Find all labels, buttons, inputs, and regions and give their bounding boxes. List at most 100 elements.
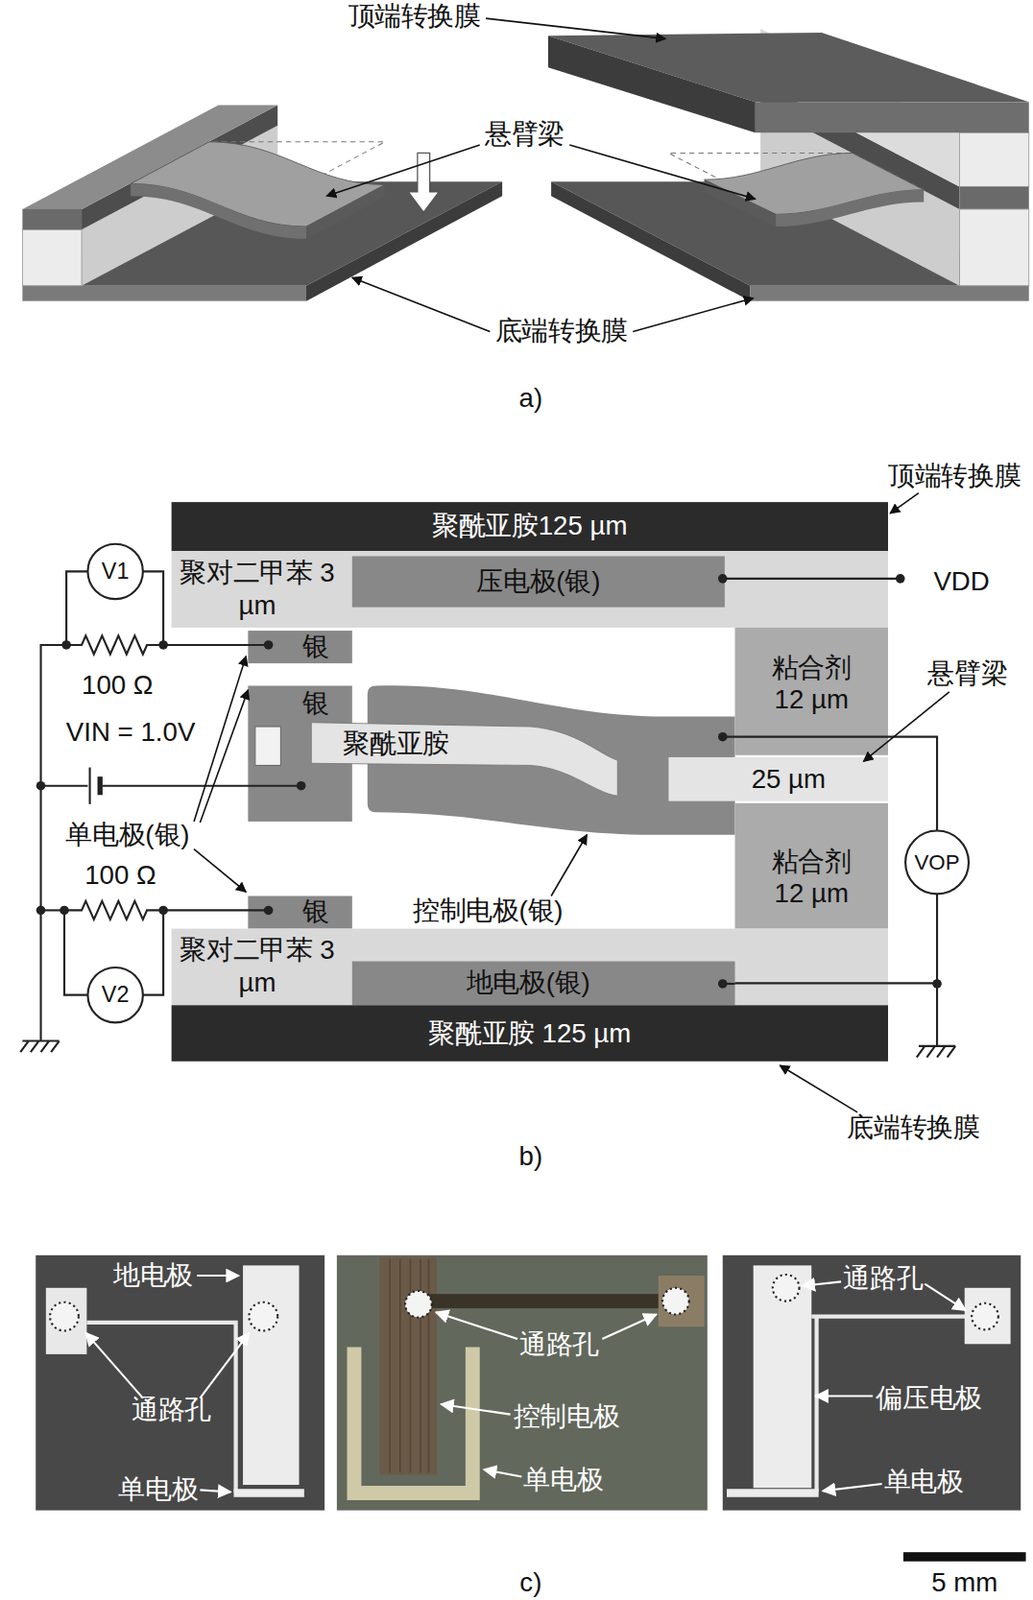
leader-arrow	[199, 690, 248, 823]
leader-arrow	[601, 1314, 656, 1340]
leader-arrow	[85, 1333, 144, 1399]
switch-device-right	[548, 35, 756, 133]
switch-device-right	[749, 286, 1029, 302]
polyimide-film: 聚酰亚胺 125 µm	[171, 1005, 889, 1061]
parylene-layer: 聚对二甲苯 3 µm压电极(银)	[171, 551, 889, 628]
photo-panel	[811, 1314, 970, 1319]
circuit-wire	[722, 577, 901, 580]
wire-dot	[36, 574, 942, 989]
wire-dot	[59, 906, 70, 916]
switch-device-right	[959, 132, 1029, 187]
leader-arrow	[440, 1404, 510, 1416]
parylene-layer: 聚对二甲苯 3 µm地电极(银)	[171, 929, 889, 1007]
part-label: 单电极(银)	[65, 818, 190, 851]
part-label: 通路孔	[131, 1394, 212, 1427]
part-label: 底端转换膜	[495, 315, 628, 348]
node-text: 聚对二甲苯 3 µm	[175, 553, 339, 625]
node-text: 粘合剂 12 µm	[735, 634, 889, 733]
photo-panel	[726, 1489, 819, 1498]
leader-arrow	[199, 1489, 231, 1492]
electrode-box: 压电极(银)	[352, 555, 725, 607]
circuit-wire	[143, 910, 164, 995]
switch-device-right	[959, 209, 1029, 287]
part-label: 地电极	[113, 1259, 193, 1292]
silver-electrode-fill	[247, 896, 352, 930]
electrode-box-fill	[352, 555, 725, 607]
leader-arrow	[85, 1275, 966, 1492]
node-text: V2	[87, 967, 143, 1023]
wire-dot	[158, 906, 169, 916]
leader-arrow	[924, 1284, 966, 1312]
part-label: 悬臂梁	[484, 119, 565, 151]
via-hole	[405, 1291, 433, 1319]
switch-device-right	[775, 190, 924, 227]
part-label: 通路孔	[519, 1329, 600, 1362]
photo-panel	[753, 1265, 813, 1489]
scale-bar	[903, 1552, 1027, 1562]
adhesive-block: 粘合剂 12 µm	[735, 627, 889, 756]
leader-arrow	[779, 1065, 858, 1113]
circuit-wire	[163, 644, 269, 647]
node-text: 压电极(银)	[352, 555, 725, 607]
circuit-wire	[936, 984, 938, 1047]
node-text: V1	[87, 544, 143, 600]
leader-arrow	[569, 144, 756, 199]
wire-dot	[264, 640, 274, 650]
node-text: 银	[280, 630, 350, 664]
voltmeter-circle: V1	[87, 544, 143, 600]
leader-arrow	[352, 277, 491, 332]
node-text: 25 µm	[704, 757, 873, 802]
wire-dot	[264, 906, 274, 916]
part-label: 控制电极	[513, 1400, 621, 1433]
leader-arrow	[822, 1484, 883, 1491]
part-label: 顶端转换膜	[888, 460, 1021, 493]
leader-arrow	[864, 692, 950, 762]
battery-symbol	[89, 768, 92, 805]
photo-panel	[380, 1257, 438, 1475]
silver-electrode-fill	[247, 630, 352, 664]
panel-label: b)	[519, 1140, 544, 1173]
resistor-symbol	[66, 635, 164, 654]
cantilever-strip-fill	[668, 757, 889, 802]
adhesive-block-fill	[735, 803, 889, 930]
wire-dot	[296, 781, 307, 792]
circuit-wire	[41, 571, 938, 1046]
wire-dot	[36, 906, 47, 916]
resistor-value: 100 Ω	[81, 670, 153, 702]
wire-dot	[718, 979, 728, 989]
wire-dot	[158, 640, 169, 650]
node-text: 银	[280, 688, 350, 721]
part-label: 偏压电极	[875, 1382, 983, 1415]
via-hole	[772, 1274, 800, 1302]
switch-device-left	[22, 286, 307, 302]
layer-fill	[87, 502, 969, 1062]
adhesive-block: 粘合剂 12 µm	[735, 803, 889, 930]
part-label: 单电极	[118, 1474, 198, 1507]
leader-arrow	[196, 1274, 240, 1277]
wire-dot	[718, 574, 728, 584]
wire-dot	[61, 640, 72, 650]
silver-electrode: 银	[247, 685, 352, 821]
panel-label: c)	[519, 1567, 542, 1600]
photo-panel	[46, 1288, 88, 1355]
leader-arrow	[889, 493, 919, 514]
switch-device-right	[755, 101, 1030, 133]
photo-panel	[336, 1255, 708, 1512]
photo-panel	[814, 1317, 818, 1493]
voltmeter-circle: VOP	[905, 830, 969, 894]
part-label: 通路孔	[842, 1263, 923, 1296]
silver-insert	[255, 726, 282, 766]
via-hole	[248, 1302, 278, 1332]
wire-dot	[718, 732, 728, 743]
circuit-wire	[64, 910, 88, 995]
switch-device-right	[959, 187, 1029, 210]
ground-symbol	[916, 1046, 956, 1058]
battery-symbol	[90, 768, 101, 805]
part-label: 悬臂梁	[927, 657, 1008, 690]
photo-panel	[86, 1322, 236, 1492]
